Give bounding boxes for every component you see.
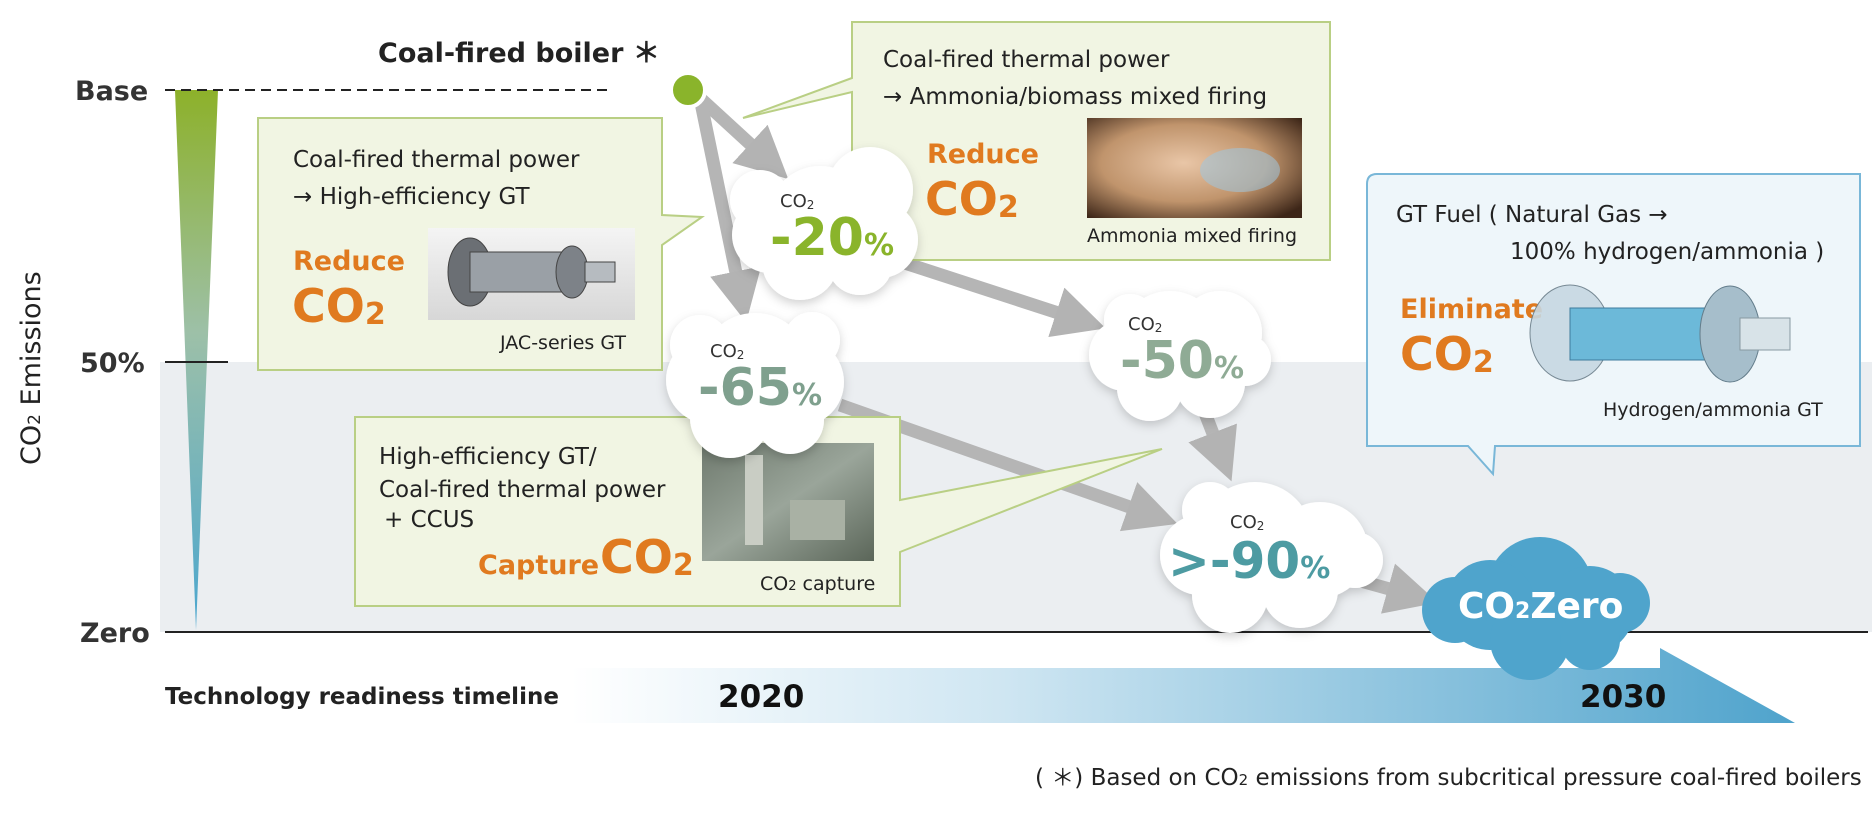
hydrogen-turbine-icon	[1529, 284, 1791, 383]
level-base: Base	[75, 76, 148, 107]
cloud90-value: >-90%	[1168, 532, 1330, 590]
hydrogen-caption: Hydrogen/ammonia GT	[1603, 399, 1823, 421]
cloud-zero-text: CO2Zero	[1458, 586, 1623, 627]
gt-line2: → High-efficiency GT	[293, 184, 530, 210]
gt-co2: CO2	[292, 279, 386, 333]
boiler-label: Coal-fired boiler ＊	[378, 38, 660, 69]
gt-line1: Coal-fired thermal power	[293, 147, 580, 173]
timeline-year-2020: 2020	[718, 679, 804, 715]
bubble-ccus: High-efficiency GT/ Coal-fired thermal p…	[354, 416, 1163, 607]
ccus-tower	[745, 455, 763, 545]
hydrogen-line1: GT Fuel ( Natural Gas →	[1396, 202, 1668, 228]
emission-wedge	[175, 90, 218, 630]
level-half: 50%	[80, 348, 145, 379]
cloud20-value: -20%	[770, 208, 894, 268]
boiler-start-dot	[669, 71, 707, 109]
cloud50-value: -50%	[1120, 331, 1244, 391]
cloud65-value: -65%	[698, 358, 822, 418]
gt-turbine-icon	[447, 237, 616, 307]
ccus-plant-photo	[702, 443, 874, 561]
ccus-capture: Capture	[478, 550, 599, 581]
hydrogen-line2: 100% hydrogen/ammonia )	[1510, 239, 1824, 265]
y-axis-title: CO2 Emissions	[16, 271, 47, 465]
cloud-co2-zero	[1422, 537, 1650, 680]
cloud50-co2: CO2	[1128, 314, 1162, 335]
timeline-label: Technology readiness timeline	[165, 684, 559, 710]
hydrogen-co2: CO2	[1400, 327, 1494, 381]
cloud-minus-20	[730, 147, 918, 300]
ccus-caption: CO2 capture	[760, 573, 875, 595]
ammonia-reduce: Reduce	[927, 139, 1039, 170]
timeline-arrow	[355, 648, 1795, 723]
ccus-line3: + CCUS	[384, 507, 474, 533]
cloud-minus-50	[1089, 291, 1271, 421]
ammonia-line1: Coal-fired thermal power	[883, 47, 1170, 73]
ccus-line2: Coal-fired thermal power	[379, 477, 666, 503]
cloud-minus-65	[666, 312, 844, 458]
bubble-gt: Coal-fired thermal power → High-efficien…	[257, 117, 705, 371]
ammonia-line2: → Ammonia/biomass mixed firing	[883, 84, 1267, 110]
gt-reduce: Reduce	[293, 246, 405, 277]
timeline-year-2030: 2030	[1580, 679, 1666, 715]
ccus-co2: CO2	[600, 530, 694, 584]
hydrogen-eliminate: Eliminate	[1400, 294, 1543, 325]
gt-caption: JAC-series GT	[499, 332, 626, 354]
ammonia-caption: Ammonia mixed firing	[1087, 225, 1297, 247]
ammonia-co2: CO2	[925, 172, 1019, 226]
footnote: ( ＊) Based on CO2 emissions from subcrit…	[1035, 765, 1862, 791]
cloud20-co2: CO2	[780, 191, 814, 212]
bubble-hydrogen: GT Fuel ( Natural Gas → 100% hydrogen/am…	[1366, 173, 1861, 477]
level-zero: Zero	[80, 618, 150, 649]
cloud90-co2: CO2	[1230, 512, 1264, 533]
cloud65-co2: CO2	[710, 341, 744, 362]
cloud-over-minus-90	[1160, 482, 1383, 633]
ccus-line1: High-efficiency GT/	[379, 444, 597, 470]
